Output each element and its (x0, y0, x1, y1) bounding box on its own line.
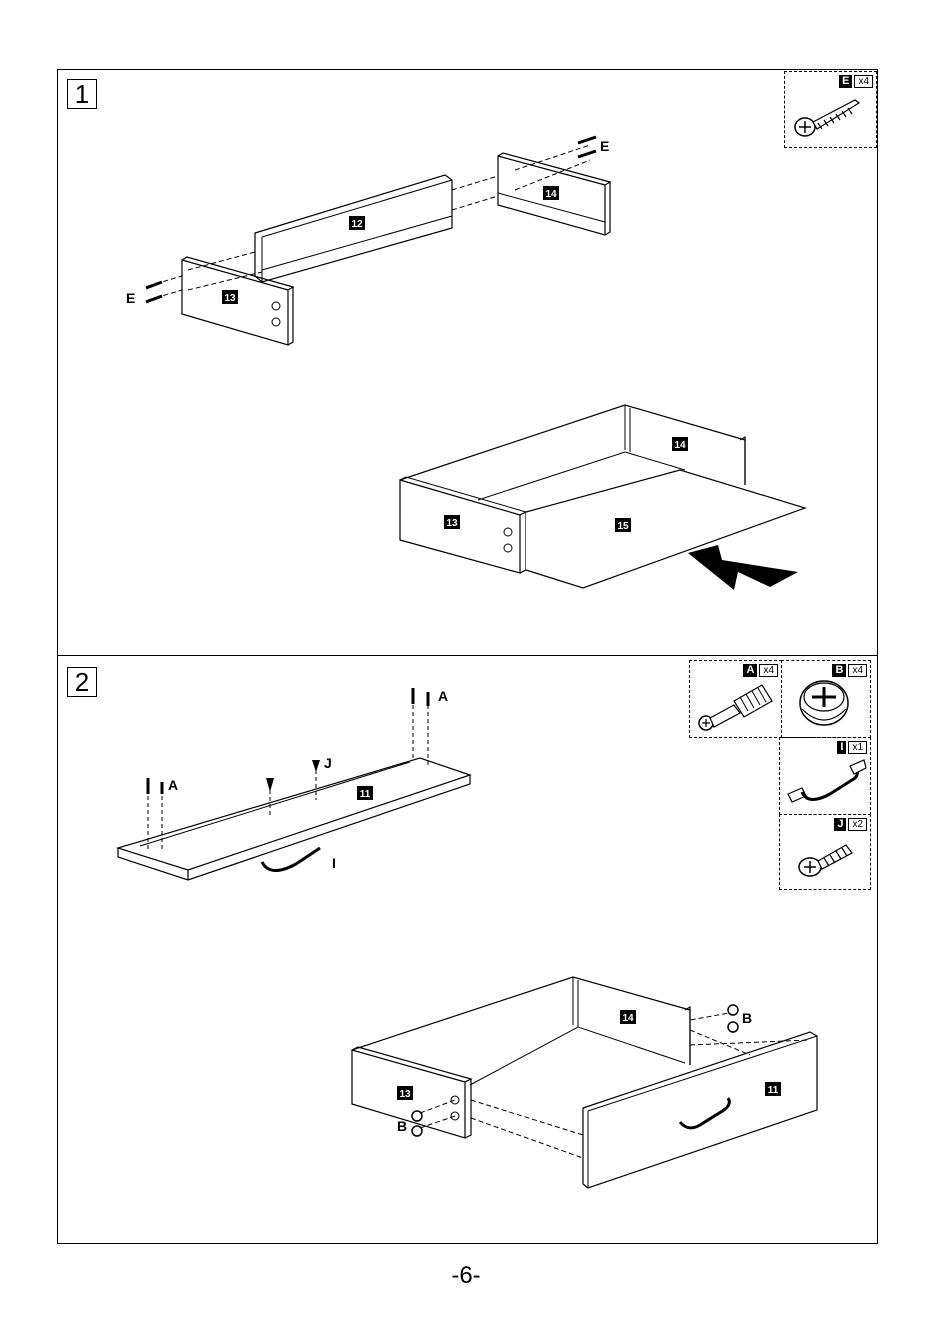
step-2-number: 2 (67, 667, 97, 697)
page-number: -6- (0, 1262, 932, 1290)
step-divider (57, 655, 878, 656)
handle-i-icon (780, 738, 872, 816)
cam-lock-b-icon (782, 661, 872, 739)
cam-bolt-a-icon (690, 661, 783, 739)
screw-j-icon (780, 815, 872, 891)
step-1-number: 1 (67, 79, 97, 109)
instruction-frame (57, 69, 878, 1244)
screw-e-icon (785, 72, 878, 149)
